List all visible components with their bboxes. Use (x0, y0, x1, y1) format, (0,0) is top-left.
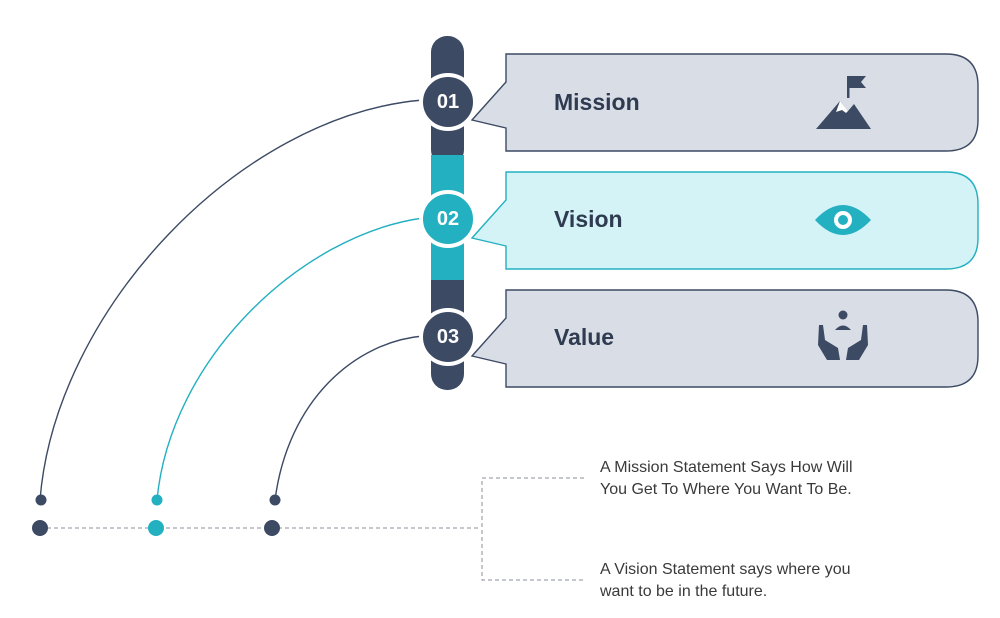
arc-mission (39, 99, 424, 501)
arc-dot-vision (151, 494, 163, 506)
step-number-02: 02 (436, 208, 460, 230)
baseline-dot-1 (32, 520, 48, 536)
description-mission: A Mission Statement Says How Will You Ge… (600, 459, 853, 498)
arc-dot-value (269, 494, 281, 506)
arc-vision (156, 217, 424, 501)
step-circle-03 (419, 308, 477, 366)
step-number-01: 01 (436, 91, 460, 113)
bracket-dashed (481, 477, 584, 581)
mountain-flag-icon (816, 76, 871, 129)
card-vision (470, 171, 979, 270)
eye-icon (815, 205, 871, 235)
hands-person-icon (818, 310, 868, 360)
baseline-dot-3 (264, 520, 280, 536)
card-mission (470, 53, 979, 152)
step-number-03: 03 (436, 326, 460, 348)
step-circle-01 (419, 73, 477, 131)
baseline-dot-2 (148, 520, 164, 536)
arc-value (274, 335, 424, 501)
card-title-mission: Mission (554, 89, 640, 115)
card-title-vision: Vision (554, 206, 623, 232)
step-circle-02 (419, 190, 477, 248)
card-value (470, 289, 979, 388)
arc-dot-mission (35, 494, 47, 506)
card-title-value: Value (554, 324, 615, 350)
description-vision: A Vision Statement says where you want t… (600, 561, 851, 600)
